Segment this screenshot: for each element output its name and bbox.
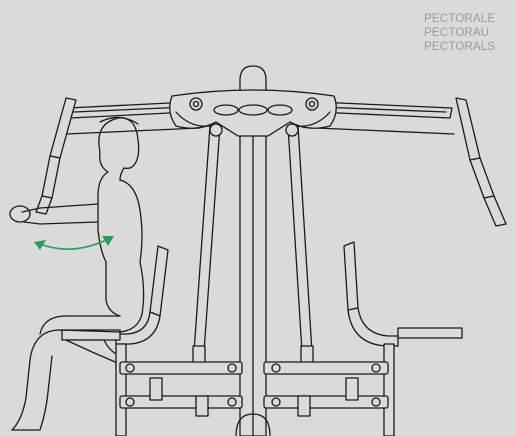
motion-arrow-icon — [34, 236, 114, 250]
label-italian: PECTORALE — [424, 13, 496, 25]
right-swing-arm — [455, 97, 507, 227]
pull-rods — [192, 123, 314, 369]
top-crossbar — [65, 89, 455, 137]
label-english: PECTORALS — [424, 41, 496, 53]
central-column — [235, 65, 271, 436]
label-french: PECTORAU — [424, 27, 490, 39]
base-frame — [115, 343, 395, 436]
seated-person-figure — [11, 116, 145, 431]
exercise-labels: PECTORALE PECTORAU PECTORALS — [424, 12, 516, 54]
left-seat — [61, 245, 169, 365]
right-seat — [343, 241, 463, 347]
left-swing-arm — [9, 97, 77, 223]
